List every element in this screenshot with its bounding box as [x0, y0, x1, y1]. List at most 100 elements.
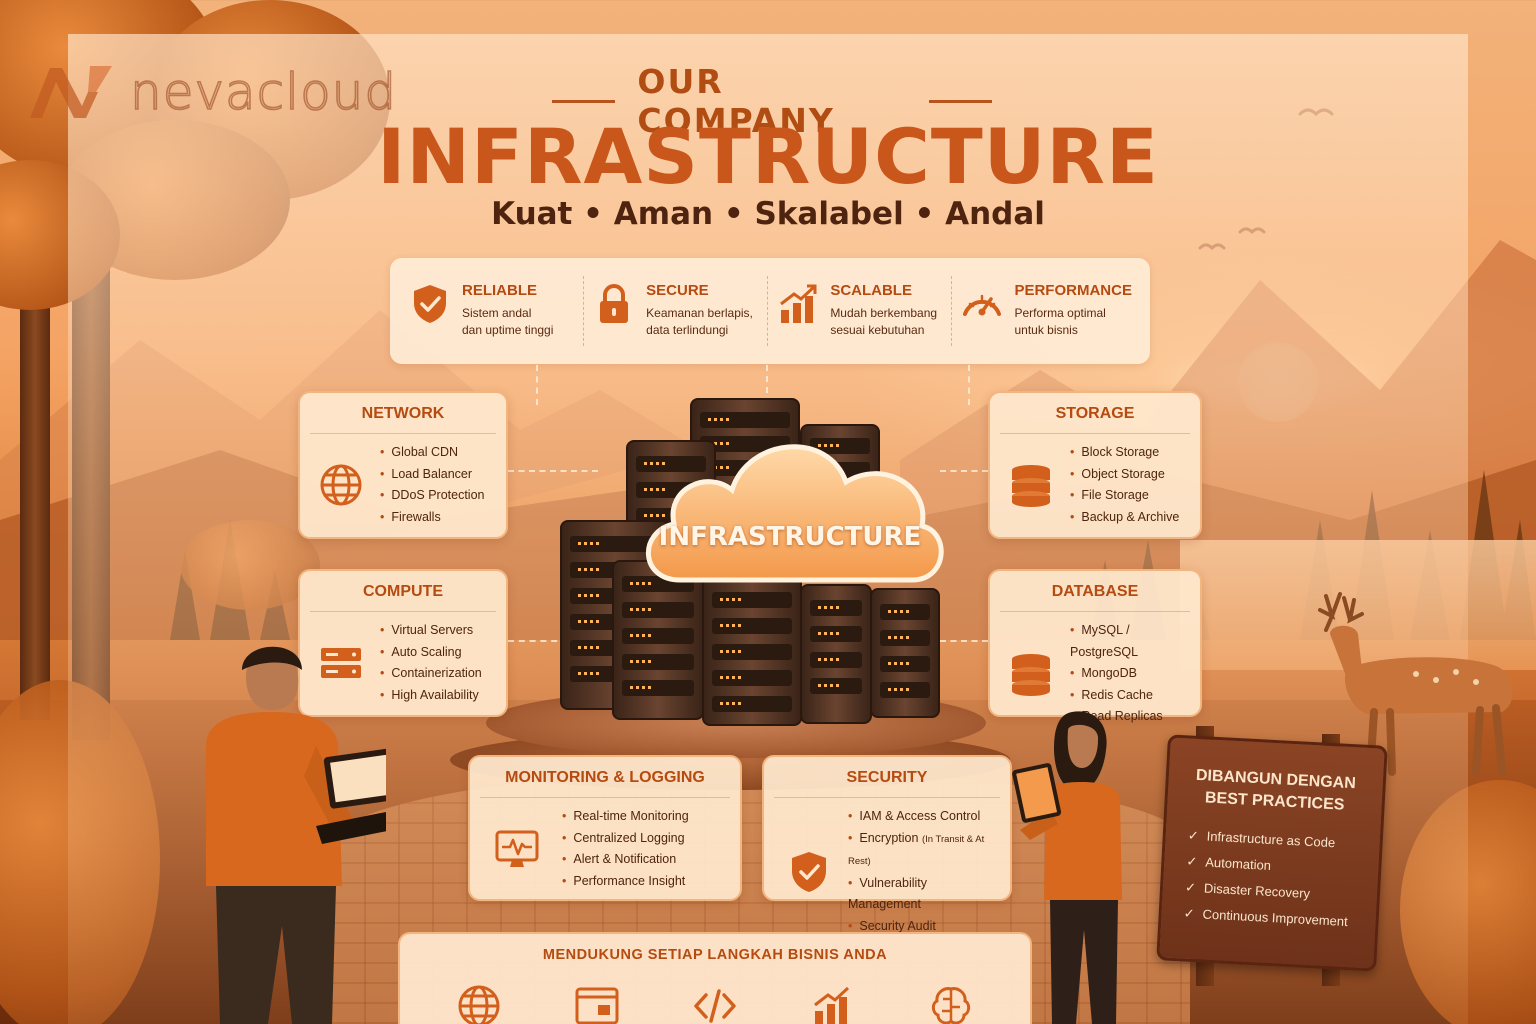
card-title: COMPUTE [363, 583, 443, 600]
globe-icon [320, 464, 362, 506]
growth-chart-icon [814, 986, 850, 1024]
list-item: Performance Insight [562, 871, 689, 893]
divider [1000, 433, 1190, 434]
center-label: INFRASTRUCTURE [658, 522, 922, 552]
list-item: Encryption (In Transit & At Rest) [848, 828, 996, 873]
list-item: Backup & Archive [1070, 507, 1179, 529]
globe-icon [458, 985, 500, 1024]
card-monitoring-logging: MONITORING & LOGGING Real-time Monitorin… [468, 755, 742, 901]
card-title: STORAGE [1055, 405, 1135, 422]
feature-desc: Keamanan berlapis, data terlindungi [646, 306, 753, 337]
server-rack [612, 560, 704, 720]
feature-performance: PERFORMANCE Performa optimal untuk bisni… [952, 276, 1140, 346]
code-icon [694, 989, 736, 1023]
list-item: File Storage [1070, 485, 1179, 507]
shield-check-icon [792, 851, 826, 892]
man-with-laptop-illustration [206, 646, 386, 1024]
brand-logo: nevacloud [26, 62, 397, 122]
card-title: NETWORK [361, 405, 445, 422]
divider [310, 433, 496, 434]
speedometer-icon [963, 294, 1002, 316]
list-item: Auto Scaling [380, 642, 482, 664]
connector-line [536, 365, 538, 405]
card-title: MONITORING & LOGGING [505, 769, 705, 786]
list-item: Read Replicas [1070, 706, 1186, 728]
list-item-text: Encryption [859, 830, 919, 845]
card-network: NETWORK Global CDN Load Balancer DDoS Pr… [298, 391, 508, 539]
list-item: Security Audit [848, 916, 996, 938]
list-item: Global CDN [380, 442, 485, 464]
card-security: SECURITY IAM & Access Control Encryption… [762, 755, 1012, 933]
list-item: Alert & Notification [562, 849, 689, 871]
list-item: Firewalls [380, 507, 485, 529]
list-item: Real-time Monitoring [562, 806, 688, 828]
list-item: Vulnerability Management [848, 873, 996, 916]
feature-desc: Mudah berkembang sesuai kebutuhan [830, 306, 938, 337]
woman-with-tablet-illustration [1012, 711, 1122, 1024]
divider [1000, 611, 1190, 612]
server-rack-icon [321, 648, 361, 678]
card-title: DATABASE [1051, 583, 1139, 600]
connector-line [968, 365, 970, 405]
list-item: Load Balancer [380, 464, 485, 486]
feature-desc: Sistem andal dan uptime tinggi [462, 306, 554, 337]
connector-line [508, 640, 568, 642]
deer-illustration [1318, 592, 1513, 776]
list-item: Block Storage [1070, 442, 1179, 464]
best-practices-sign: DIBANGUN DENGAN BEST PRACTICES Infrastru… [1156, 734, 1388, 972]
feature-desc: Performa optimal untuk bisnis [1014, 306, 1106, 337]
feature-title: SCALABLE [830, 282, 912, 299]
card-storage: STORAGE Block Storage Object Storage Fil… [988, 391, 1202, 539]
encryption-note: (In Transit & At Rest) [848, 833, 985, 868]
feature-title: PERFORMANCE [1014, 282, 1132, 299]
server-rack [870, 588, 940, 718]
header-kicker: OUR COMPANY [637, 62, 835, 140]
list-item: Virtual Servers [380, 620, 482, 642]
card-title: SECURITY [846, 769, 928, 786]
page-title: INFRASTRUCTURE [377, 112, 1159, 201]
list-item: Centralized Logging [562, 828, 689, 850]
connector-line [940, 470, 988, 472]
list-item: IAM & Access Control [848, 806, 996, 828]
divider [552, 99, 616, 103]
cloud-icon [646, 444, 944, 583]
connector-line [940, 640, 988, 642]
list-item: Object Storage [1070, 464, 1179, 486]
feature-strip: RELIABLE Sistem andal dan uptime tinggi … [390, 258, 1150, 364]
feature-scalable: SCALABLE Mudah berkembang sesuai kebutuh… [768, 276, 953, 346]
brain-icon [931, 987, 971, 1024]
server-rack [702, 576, 802, 726]
brand-name: nevacloud [129, 62, 398, 122]
sign-title: DIBANGUN DENGAN BEST PRACTICES [1195, 766, 1357, 814]
list-item: High Availability [380, 685, 482, 707]
connector-line [508, 470, 598, 472]
divider [774, 797, 1000, 798]
list-item: DDoS Protection [380, 485, 484, 507]
bottom-icon-row [400, 983, 1030, 1024]
growth-chart-icon [780, 284, 817, 323]
card-database: DATABASE MySQL / PostgreSQL MongoDB Redi… [988, 569, 1202, 723]
list-item: Redis Cache [1070, 685, 1186, 707]
database-icon [1012, 653, 1050, 696]
connector-line [766, 365, 768, 415]
list-item: MySQL / PostgreSQL [1070, 620, 1186, 663]
divider [480, 797, 730, 798]
feature-title: SECURE [646, 282, 709, 299]
feature-secure: SECURE Keamanan berlapis, data terlindun… [584, 276, 769, 346]
shield-check-icon [414, 285, 446, 323]
feature-title: RELIABLE [462, 282, 537, 299]
padlock-icon [600, 284, 629, 323]
header-kicker-row: OUR COMPANY [552, 62, 992, 140]
divider [928, 99, 992, 103]
feature-reliable: RELIABLE Sistem andal dan uptime tinggi [400, 276, 585, 346]
nevacloud-logo-mark [30, 66, 112, 118]
storage-stack-icon [1012, 465, 1050, 507]
monitor-pulse-icon [495, 830, 539, 867]
list-item: Containerization [380, 663, 481, 685]
server-rack [800, 584, 872, 724]
list-item: MongoDB [1070, 663, 1186, 685]
bottom-support-strip: MENDUKUNG SETIAP LANGKAH BISNIS ANDA [398, 932, 1032, 1024]
page-subtitle: Kuat • Aman • Skalabel • Andal [491, 196, 1045, 232]
divider [310, 611, 496, 612]
bottom-title: MENDUKUNG SETIAP LANGKAH BISNIS ANDA [542, 947, 888, 963]
